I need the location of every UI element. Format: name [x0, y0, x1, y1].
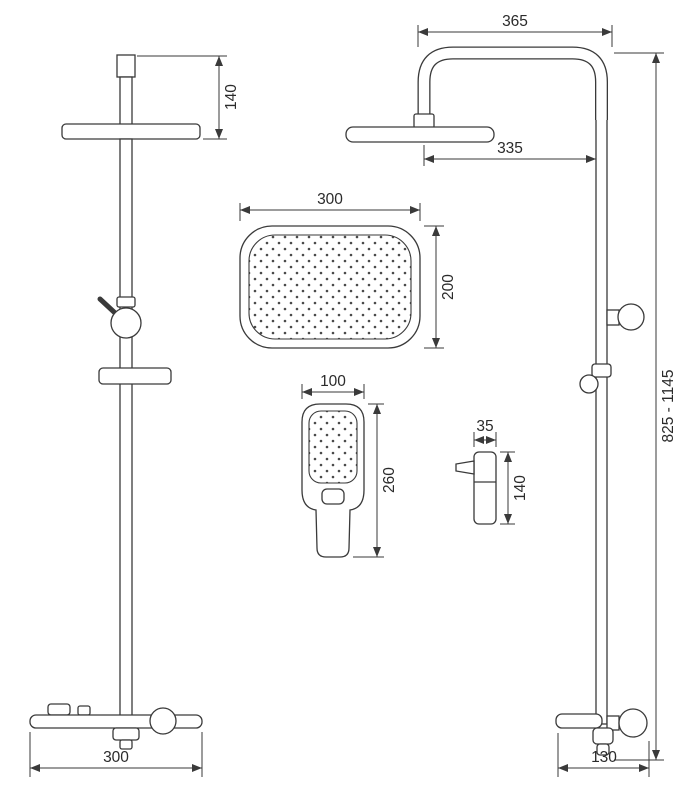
hand-shower-view: 100 260	[301, 373, 398, 558]
side-view: 365 335 825 - 1145 130	[345, 13, 677, 777]
dim-label-head-width: 300	[317, 191, 343, 208]
side-shelf-edge	[555, 713, 603, 729]
dim-label-hand-height: 260	[381, 467, 398, 493]
dim-arm-head-reach: 335	[423, 140, 596, 166]
dim-hand-width: 100	[301, 373, 365, 399]
front-top-rod	[119, 76, 133, 126]
slider-knob	[579, 374, 599, 394]
head-connector	[413, 113, 435, 129]
spout-body	[112, 727, 140, 741]
diverter-collar	[116, 296, 136, 308]
temperature-knob	[149, 707, 177, 735]
mixer-lever	[455, 460, 475, 475]
side-knob	[617, 303, 645, 331]
front-head-plate	[61, 123, 201, 140]
dim-label-front-head-height: 140	[223, 84, 240, 110]
head-spray-face	[248, 234, 412, 340]
dim-label-mixer-height: 140	[512, 475, 529, 501]
gooseneck-arm-outer	[417, 46, 608, 120]
front-view: 140 300	[29, 54, 240, 777]
diverter-lever	[97, 296, 117, 315]
head-top-view: 300 200	[239, 191, 457, 349]
dim-mixer-width: 35	[473, 418, 497, 447]
side-spout-body	[592, 727, 614, 745]
dim-label-head-depth: 200	[440, 274, 457, 300]
dim-label-column-height: 825 - 1145	[660, 370, 677, 443]
dim-label-side-base-width: 130	[591, 749, 617, 766]
mixer-handle-left	[47, 703, 71, 716]
dim-side-base-width: 130	[557, 733, 650, 777]
dim-label-arm-top-reach: 365	[502, 13, 528, 30]
hand-shower-face	[308, 410, 358, 484]
dim-label-arm-head-reach: 335	[497, 140, 523, 157]
hand-shower-button	[321, 488, 345, 505]
gooseneck-arm-inner	[418, 47, 607, 120]
dim-mixer-height: 140	[500, 451, 529, 525]
dim-label-front-base-width: 300	[103, 749, 129, 766]
mixer-detail	[77, 705, 91, 716]
dim-head-depth: 200	[424, 225, 457, 349]
mixer-body	[473, 451, 497, 525]
soap-shelf	[98, 367, 172, 385]
side-pole	[595, 95, 608, 725]
side-spout-tip	[596, 743, 610, 756]
diverter-knob	[110, 307, 142, 339]
slider-collar	[591, 363, 612, 378]
dim-column-height: 825 - 1145	[614, 52, 677, 761]
spout-tip	[119, 739, 133, 750]
side-temp-knob	[618, 708, 648, 738]
dim-front-head-height: 140	[137, 55, 240, 140]
dim-label-hand-width: 100	[320, 373, 346, 390]
dim-arm-top-reach: 365	[417, 13, 613, 47]
front-top-cap	[116, 54, 136, 78]
dim-label-mixer-width: 35	[476, 418, 493, 435]
side-knob-stem	[606, 309, 620, 326]
dim-front-base-width: 300	[29, 732, 203, 777]
front-pole	[119, 138, 133, 741]
dim-head-width: 300	[239, 191, 421, 221]
head-side-profile	[345, 126, 495, 143]
mixer-side-view: 35 140	[455, 418, 529, 525]
dim-hand-height: 260	[353, 403, 398, 558]
